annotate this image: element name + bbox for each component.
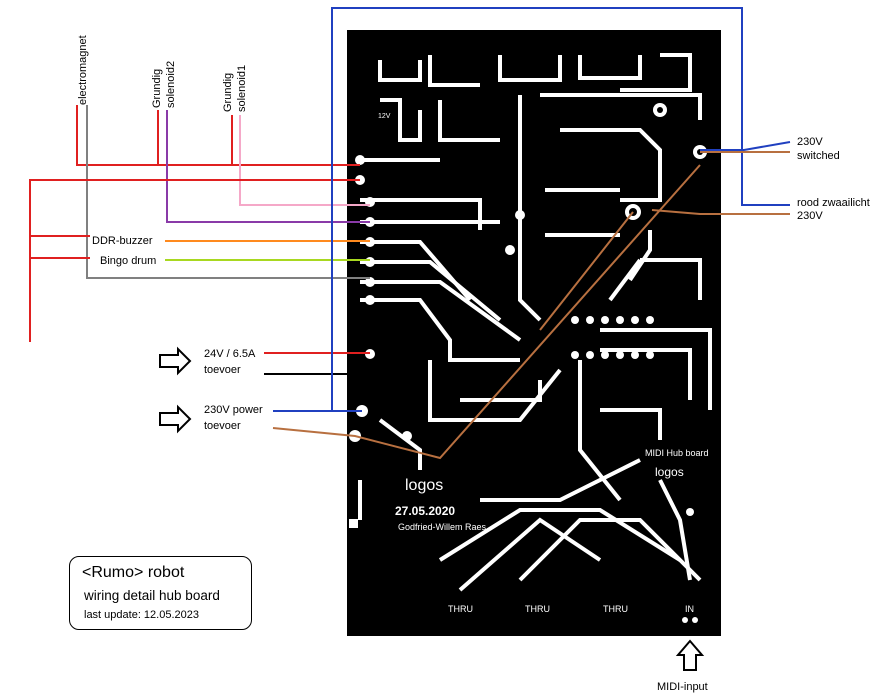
solenoid1-label-line2: solenoid1 [236,65,248,112]
pcb-date: 27.05.2020 [395,504,455,518]
pcb-board-name: MIDI Hub board [645,448,709,458]
pcb-port-label: THRU [448,604,473,614]
arrow-right-icon [159,346,192,376]
wires [29,7,791,460]
wire-switched-blue [700,141,791,151]
arrow-right-icon [159,404,192,434]
wire-red-bus [29,179,360,342]
solenoid2-label-line2: solenoid2 [165,61,177,108]
pcb-port-label: THRU [603,604,628,614]
wire-230v-brown [272,164,701,460]
wire-solenoid1-pink [239,115,370,206]
solenoid1-label-line1: Grundig [222,73,234,112]
pcb-port-label: THRU [525,604,550,614]
power230-label-line2: toevoer [204,420,241,432]
power24-label-line1: 24V / 6.5A [204,348,256,360]
electromagnet-label: electromagnet [77,35,89,105]
pcb-board: 12V MIDI Hub board logos logos 27.05.202… [347,30,721,636]
pcb-port-label: IN [685,604,694,614]
bingo-drum-label: Bingo drum [100,255,156,267]
solenoid2-label-line1: Grundig [151,69,163,108]
switched-label-line1: 230V [797,136,823,148]
wire-solenoid2-purple [166,110,370,223]
pcb-voltage-text: 12V [378,113,391,120]
arrow-up-icon [675,639,705,671]
pcb-logo-top: logos [655,465,684,479]
power230-label-line1: 230V power [204,404,263,416]
switched-label-line2: switched [797,150,840,162]
pcb-author: Godfried-Willem Raes [398,522,487,532]
power24-label-line2: toevoer [204,364,241,376]
title-box: <Rumo> robot wiring detail hub board las… [69,556,252,630]
rood-label-line2: 230V [797,210,823,222]
wire-230v-blue-loop [273,7,790,412]
rood-label-line1: rood zwaailicht [797,197,870,209]
midi-input-label: MIDI-input [657,681,708,693]
pcb-logo-main: logos [405,477,443,494]
title-subtitle: wiring detail hub board [84,588,220,603]
wire-electromagnet-red [76,105,360,166]
wire-internal-brown [539,211,634,331]
wire-electromagnet-grey [86,105,370,279]
title-last-update: last update: 12.05.2023 [84,609,199,621]
wire-rood-brown [651,209,790,215]
ddr-buzzer-label: DDR-buzzer [92,235,153,247]
title-main: <Rumo> robot [82,564,185,581]
